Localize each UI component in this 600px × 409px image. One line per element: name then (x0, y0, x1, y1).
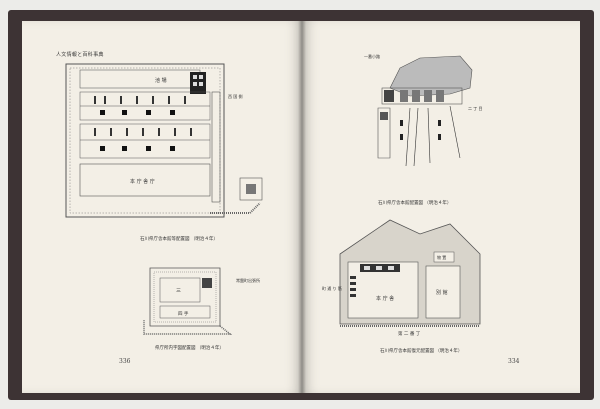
right-page-number: 334 (508, 358, 520, 365)
main-hall-label: 本 庁 舎 (376, 295, 394, 302)
right-top-north-label: 一番小路 (364, 53, 380, 59)
right-bottom-caption: 石川県庁舎本館復元配置図 （明治４年） (380, 349, 463, 354)
left-top-caption: 石川県庁舎本館等配置図 （明治４年） (140, 237, 218, 242)
north-yard-label: 池 場 (155, 77, 167, 84)
left-bottom-side-note: 常盤町出張所 (236, 277, 260, 283)
street-label: 第 二 番 丁 (398, 330, 421, 337)
block-a-label: 三 (176, 288, 181, 294)
book-gutter (298, 21, 306, 393)
right-top-site-plan: 一番小路 二 丁 目 (364, 53, 483, 167)
storehouse-label: 物 置 (437, 254, 446, 260)
left-page-number: 336 (119, 358, 131, 365)
left-top-site-plan: 池 場 本 庁 舎 (65, 63, 263, 218)
central-hall-label: 本 庁 舎 庁 (130, 178, 155, 185)
annex-label: 別 館 (436, 289, 448, 296)
right-top-caption: 石川県庁舎本館配置図 （明治４年） (378, 201, 452, 206)
right-bottom-site-plan: 本 庁 舎 別 館 物 置 第 二 番 丁 町 通 り 筋 (322, 219, 481, 337)
running-head: 人文情報と百科事典 (56, 52, 104, 58)
right-top-right-label: 二 丁 目 (468, 106, 483, 111)
side-note-label: 西 国 側 (228, 93, 243, 99)
left-bottom-site-plan: 三 四 手 常盤町出張所 (143, 267, 260, 335)
left-bottom-caption: 県庁所内字図配置図 （明治４年） (155, 346, 224, 351)
side-street-label: 町 通 り 筋 (322, 285, 342, 291)
block-b-label: 四 手 (178, 310, 189, 317)
